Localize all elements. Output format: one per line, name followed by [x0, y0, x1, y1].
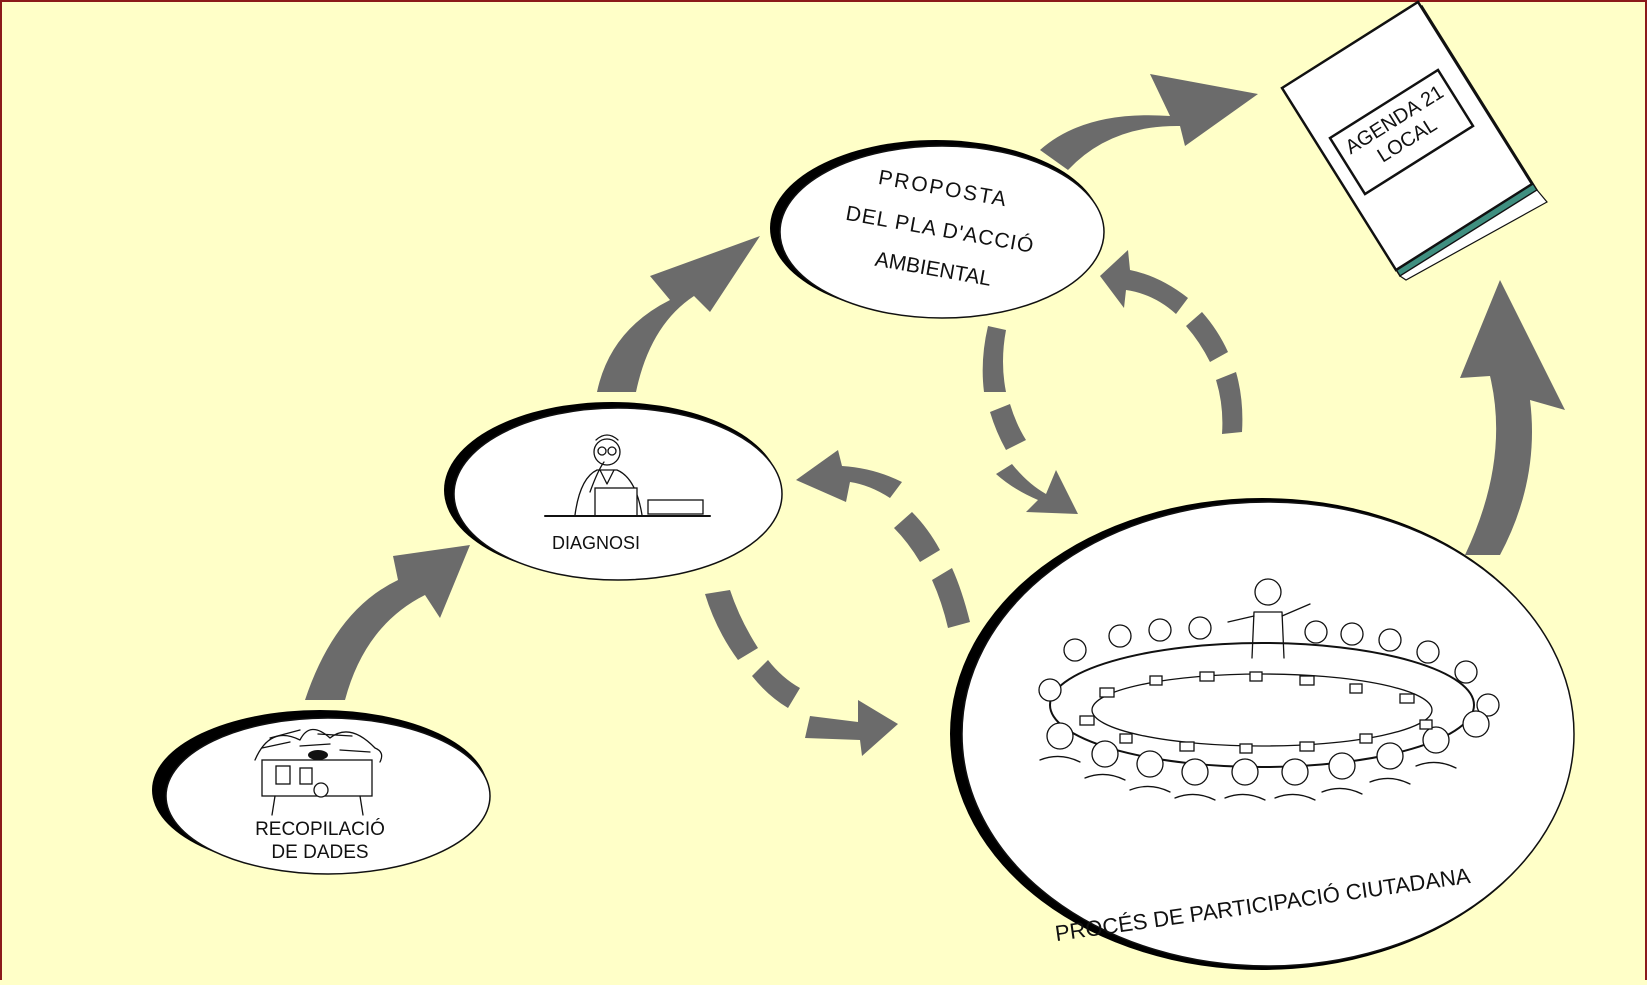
node-recopilacio: RECOPILACIÓ DE DADES: [152, 710, 491, 875]
node-participacio: PROCÉS DE PARTICIPACIÓ CIUTADANA: [950, 498, 1575, 970]
agenda-21-book: AGENDA 21 LOCAL: [1280, 0, 1548, 281]
arrow-recopilacio-to-diagnosi: [305, 545, 470, 700]
dashed-arrow-diagnosi-to-participacio: [705, 590, 898, 756]
people-around-table-icon: [1038, 578, 1500, 801]
recopilacio-line1: RECOPILACIÓ: [255, 818, 385, 840]
arrow-participacio-to-agenda: [1460, 280, 1565, 555]
arrow-diagnosi-to-proposta: [597, 236, 760, 392]
dashed-arrow-participacio-to-proposta: [1100, 250, 1243, 434]
thinking-man-icon: [544, 434, 711, 517]
dashed-arrow-participacio-to-diagnosi: [796, 450, 970, 628]
arrow-proposta-to-agenda: [1040, 74, 1258, 170]
diagnosi-label: DIAGNOSI: [552, 533, 640, 553]
pile-of-papers-icon: [254, 728, 383, 816]
recopilacio-line2: DE DADES: [271, 842, 368, 863]
dashed-arrow-proposta-to-participacio: [982, 326, 1078, 514]
node-diagnosi: DIAGNOSI: [444, 402, 783, 581]
node-proposta: PROPOSTA DEL PLA D'ACCIÓ AMBIENTAL: [770, 140, 1105, 319]
